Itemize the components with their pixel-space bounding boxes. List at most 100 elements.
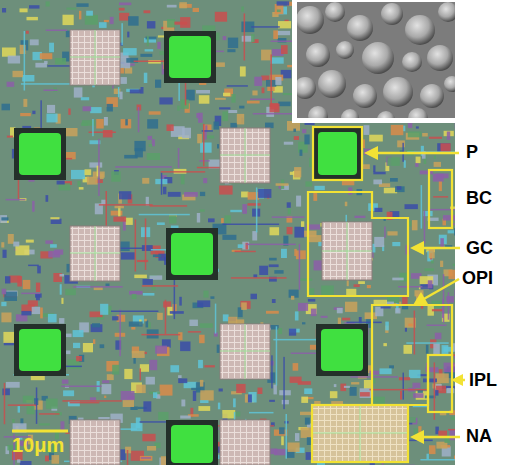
circuit-element bbox=[36, 283, 40, 292]
circuit-element bbox=[279, 186, 281, 189]
circuit-element bbox=[1, 313, 11, 323]
circuit-element bbox=[425, 268, 434, 271]
circuit-element bbox=[60, 274, 65, 277]
circuit-element bbox=[204, 365, 215, 367]
circuit-element bbox=[189, 320, 198, 326]
circuit-element bbox=[60, 284, 62, 295]
circuit-element bbox=[449, 429, 455, 440]
circuit-element bbox=[337, 308, 343, 313]
circuit-element bbox=[155, 346, 167, 354]
circuit-element bbox=[158, 412, 168, 420]
circuit-element bbox=[432, 309, 443, 311]
circuit-element bbox=[278, 102, 290, 107]
circuit-element bbox=[168, 192, 181, 197]
circuit-element bbox=[45, 240, 53, 243]
part-label: OPI bbox=[462, 268, 493, 289]
circuit-element bbox=[143, 293, 155, 296]
circuit-element bbox=[225, 215, 231, 223]
circuit-element bbox=[241, 192, 248, 198]
circuit-element bbox=[119, 309, 121, 356]
circuit-element bbox=[127, 32, 129, 38]
circuit-element bbox=[163, 301, 171, 307]
circuit-element bbox=[119, 8, 125, 11]
circuit-element bbox=[364, 125, 370, 135]
circuit-element bbox=[321, 286, 334, 296]
circuit-element bbox=[62, 380, 69, 384]
circuit-element bbox=[360, 392, 370, 396]
circuit-element bbox=[135, 219, 137, 271]
circuit-element bbox=[384, 227, 386, 238]
circuit-element bbox=[354, 284, 360, 287]
circuit-element bbox=[272, 216, 305, 218]
circuit-element bbox=[2, 389, 9, 396]
circuit-element bbox=[279, 390, 291, 395]
circuit-element bbox=[63, 390, 74, 396]
circuit-element bbox=[374, 237, 384, 247]
circuit-element bbox=[167, 5, 177, 8]
circuit-element bbox=[196, 113, 199, 118]
circuit-element bbox=[251, 26, 280, 28]
circuit-element bbox=[219, 186, 233, 195]
circuit-element bbox=[428, 280, 433, 288]
circuit-element bbox=[2, 8, 6, 13]
circuit-element bbox=[111, 211, 123, 216]
circuit-element bbox=[385, 322, 389, 331]
circuit-element bbox=[89, 162, 102, 167]
circuit-element bbox=[98, 139, 100, 196]
circuit-element bbox=[3, 250, 7, 258]
circuit-element bbox=[199, 335, 205, 344]
circuit-element bbox=[309, 158, 312, 167]
circuit-element bbox=[102, 380, 109, 383]
circuit-element bbox=[446, 296, 454, 303]
circuit-element bbox=[28, 265, 39, 267]
circuit-element bbox=[160, 385, 173, 396]
circuit-element bbox=[433, 344, 440, 355]
circuit-element bbox=[215, 304, 217, 334]
circuit-element bbox=[32, 307, 41, 314]
circuit-element bbox=[32, 111, 35, 114]
circuit-element bbox=[239, 106, 244, 109]
circuit-element bbox=[100, 304, 108, 315]
circuit-element bbox=[296, 196, 301, 207]
part-label: BC bbox=[466, 188, 492, 209]
circuit-element bbox=[49, 43, 54, 53]
circuit-element bbox=[272, 299, 276, 303]
circuit-element bbox=[51, 219, 62, 224]
circuit-element bbox=[397, 186, 402, 190]
circuit-element bbox=[167, 124, 174, 131]
circuit-element bbox=[106, 284, 110, 287]
circuit-element bbox=[96, 119, 104, 129]
circuit-element bbox=[256, 188, 258, 233]
circuit-element bbox=[59, 318, 64, 324]
circuit-element bbox=[364, 380, 372, 389]
circuit-element bbox=[125, 119, 128, 125]
circuit-element bbox=[30, 39, 39, 45]
circuit-element bbox=[186, 90, 195, 101]
circuit-element bbox=[278, 328, 282, 334]
circuit-element bbox=[249, 412, 274, 414]
circuit-element bbox=[130, 89, 141, 93]
circuit-element bbox=[147, 153, 160, 160]
circuit-element bbox=[276, 326, 278, 385]
circuit-element bbox=[435, 373, 448, 383]
circuit-element bbox=[76, 3, 88, 7]
circuit-element bbox=[85, 15, 98, 25]
circuit-element bbox=[269, 400, 275, 402]
circuit-element bbox=[387, 231, 397, 235]
circuit-element bbox=[258, 388, 263, 394]
circuit-element bbox=[2, 104, 11, 111]
circuit-element bbox=[228, 38, 238, 49]
circuit-element bbox=[150, 205, 187, 207]
circuit-element bbox=[87, 177, 98, 185]
circuit-element bbox=[119, 13, 129, 21]
circuit-element bbox=[54, 249, 63, 254]
circuit-element bbox=[422, 133, 428, 137]
circuit-element bbox=[246, 244, 296, 246]
circuit-element bbox=[222, 410, 235, 418]
circuit-element bbox=[298, 303, 308, 311]
circuit-element bbox=[277, 31, 290, 35]
circuit-element bbox=[128, 16, 139, 26]
circuit-element bbox=[198, 406, 210, 411]
circuit-element bbox=[248, 392, 256, 403]
